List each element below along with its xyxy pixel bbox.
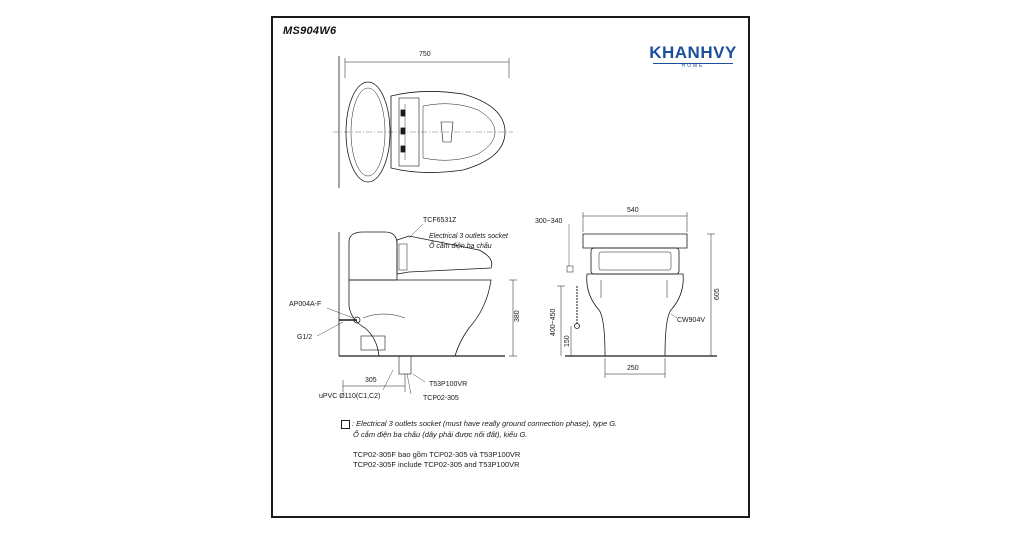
socket-label-vi: Ổ cắm điện ba chấu <box>429 241 492 250</box>
panel-button <box>400 145 406 153</box>
dim-label-750: 750 <box>419 51 431 58</box>
brand-divider <box>653 63 733 64</box>
leader-pipe <box>382 369 394 391</box>
bowl-front <box>586 273 684 357</box>
pipe-label: uPVC Ø110(C1,C2) <box>319 393 380 400</box>
note-socket-en: : Electrical 3 outlets socket (must have… <box>341 419 617 429</box>
technical-drawing: 750 <box>289 51 721 402</box>
seat-panel-side <box>398 243 408 271</box>
stop-valve <box>353 316 361 324</box>
bowl-outline <box>390 91 506 173</box>
socket-symbol <box>566 265 574 273</box>
brand-logo: KHANHVY HOME <box>643 43 743 70</box>
valve-label: AP004A-F <box>289 301 321 308</box>
brand-name: KHANHVY <box>649 43 737 62</box>
seat-top <box>582 233 688 249</box>
seat-unit <box>396 235 493 275</box>
dim-label-305: 305 <box>365 377 377 384</box>
adapter-label: TCP02-305 <box>423 395 459 402</box>
leader-seat <box>408 223 424 239</box>
drawing-sheet: MS904W6 KHANHVY HOME <box>271 16 750 518</box>
front-view <box>557 212 717 378</box>
tank <box>348 231 398 281</box>
model-code: MS904W6 <box>283 25 337 37</box>
dim-label-540: 540 <box>627 207 639 214</box>
leader-valve <box>326 307 354 319</box>
socket-icon <box>341 419 350 429</box>
drain-outlet <box>440 121 454 143</box>
trap-box <box>360 335 386 351</box>
bowl-inner <box>422 103 496 161</box>
note-socket-vi: Ổ cắm điện ba chấu (dây phải được nối đấ… <box>353 430 528 439</box>
flange-label: T53P100VR <box>429 381 467 388</box>
seat-model-label: TCF6531Z <box>423 217 457 224</box>
thread-label: G1/2 <box>297 334 312 341</box>
trap-line <box>362 313 406 319</box>
leader-cover <box>670 313 678 319</box>
note-kit-vi: TCP02-305F bao gồm TCP02-305 và T53P100V… <box>353 450 521 459</box>
brand-sub: HOME <box>681 63 705 69</box>
leader-thread <box>316 321 344 337</box>
dim-label-250: 250 <box>627 365 639 372</box>
bowl-body <box>348 279 492 357</box>
dim-label-380: 380 <box>514 310 521 322</box>
note-kit-en: TCP02-305F include TCP02-305 and T53P100… <box>353 460 520 469</box>
panel-button <box>400 109 406 117</box>
dim-label-300-340: 300~340 <box>535 218 563 225</box>
dim-label-150: 150 <box>564 335 571 347</box>
drain-pipe <box>398 355 412 375</box>
panel-button <box>400 127 406 135</box>
socket-label-en: Electrical 3 outlets socket <box>429 233 509 240</box>
leader-flange <box>412 373 426 383</box>
supply-valve <box>574 323 580 329</box>
dim-label-400-450: 400~450 <box>550 308 557 336</box>
side-view <box>316 223 517 395</box>
leader-adapter <box>406 373 412 395</box>
seat-inner <box>598 251 672 271</box>
cover-label: CW904V <box>677 317 705 324</box>
top-view <box>333 56 513 188</box>
dim-label-605: 605 <box>714 288 721 300</box>
